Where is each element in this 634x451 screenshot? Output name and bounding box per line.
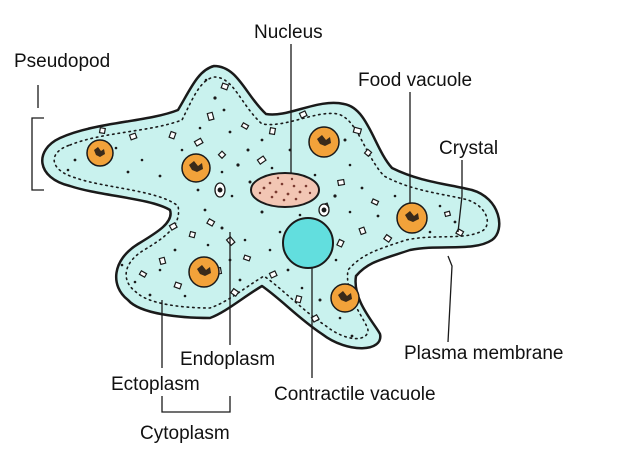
label-pseudopod: Pseudopod — [14, 51, 111, 72]
food-vacuoles — [86, 126, 428, 313]
label-contractile-vacuole: Contractile vacuole — [274, 384, 436, 405]
label-cytoplasm: Cytoplasm — [140, 423, 230, 444]
label-plasma-membrane: Plasma membrane — [404, 343, 564, 364]
label-food-vacuole: Food vacuole — [358, 70, 473, 91]
label-ectoplasm: Ectoplasm — [111, 374, 200, 395]
leader-lines — [31, 44, 463, 413]
nucleus — [250, 172, 320, 208]
contractile-vacuole — [282, 217, 334, 269]
label-nucleus: Nucleus — [254, 22, 323, 43]
amoeba-body — [41, 64, 501, 350]
label-crystal: Crystal — [439, 138, 499, 159]
ectoplasm-boundary — [53, 76, 489, 340]
crystals — [98, 82, 465, 323]
label-endoplasm: Endoplasm — [180, 349, 276, 370]
